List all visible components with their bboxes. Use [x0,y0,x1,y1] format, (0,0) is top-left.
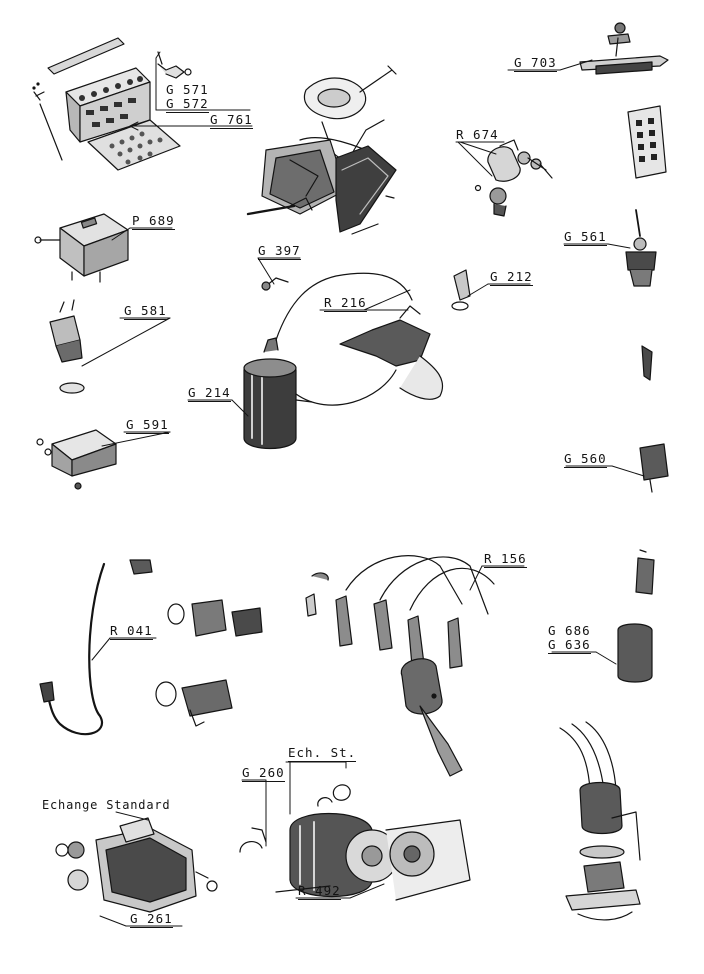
starter-motor-drawing [55,817,218,913]
label-g572: G 572 [166,96,209,113]
label-p689: P 689 [132,213,175,230]
label-r216: R 216 [324,295,367,312]
label-ech-st: Ech. St. [288,745,357,762]
fuse-box-drawing [627,105,667,179]
label-g571: G 571 [166,82,209,97]
condenser-drawing [49,299,85,394]
label-g703: G 703 [514,55,557,72]
leader-lines [81,51,645,927]
ignition-coil-drawing [243,272,444,449]
label-g560: G 560 [564,451,607,468]
label-g761: G 761 [210,112,253,129]
plug-lead-drawing [451,269,471,311]
label-g636: G 636 [548,637,591,654]
label-r041: R 041 [110,623,153,640]
label-echange-standard: Echange Standard [42,798,171,812]
label-r492: R 492 [298,883,341,900]
bracket-drawing [579,22,669,75]
distributor-exploded-drawing [559,721,641,921]
label-r674: R 674 [456,127,499,142]
label-g397: G 397 [258,243,301,260]
right-side-small-parts [617,345,669,683]
label-g581: G 581 [124,303,167,320]
label-g212: G 212 [490,269,533,286]
label-r156: R 156 [484,551,527,568]
battery-drawing [32,37,192,171]
ignition-switch-drawing [474,139,553,217]
label-g591: G 591 [126,417,169,434]
steering-column-assembly [246,65,397,235]
relay-drawing [34,213,129,283]
voltage-regulator-drawing [36,429,117,490]
label-g260: G 260 [242,765,285,782]
label-g214: G 214 [188,385,231,402]
label-g261: G 261 [130,911,173,928]
label-g561: G 561 [564,229,607,246]
distributor-cap-drawing [625,209,657,287]
dynamo-drawing [239,784,471,901]
distributor-leads-drawing [305,555,495,777]
speedometer-cable-drawing [39,559,263,736]
label-g686: G 686 [548,623,591,638]
